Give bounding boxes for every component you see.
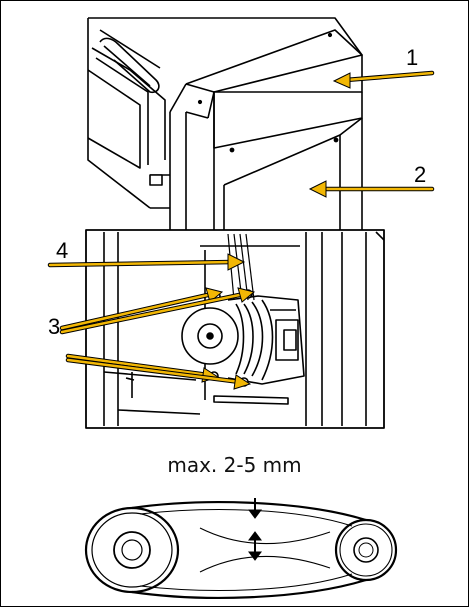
belt-tension-schematic xyxy=(84,498,398,599)
tension-caption: max. 2-5 mm xyxy=(167,453,302,477)
callout-label-4: 4 xyxy=(56,238,69,263)
callout-4-arrow xyxy=(47,253,246,271)
machine-housing xyxy=(87,17,363,230)
callout-arrows xyxy=(47,70,435,390)
right-pulley xyxy=(334,518,398,582)
callout-3-arrows xyxy=(59,287,256,390)
callout-2-arrow xyxy=(308,180,435,198)
callout-label-1: 1 xyxy=(406,45,419,70)
callout-label-2: 2 xyxy=(414,162,427,187)
callout-1-arrow xyxy=(332,70,435,89)
callout-label-3: 3 xyxy=(48,314,61,339)
left-pulley xyxy=(84,506,180,594)
deflection-arrows xyxy=(248,498,262,561)
belt xyxy=(131,501,367,599)
